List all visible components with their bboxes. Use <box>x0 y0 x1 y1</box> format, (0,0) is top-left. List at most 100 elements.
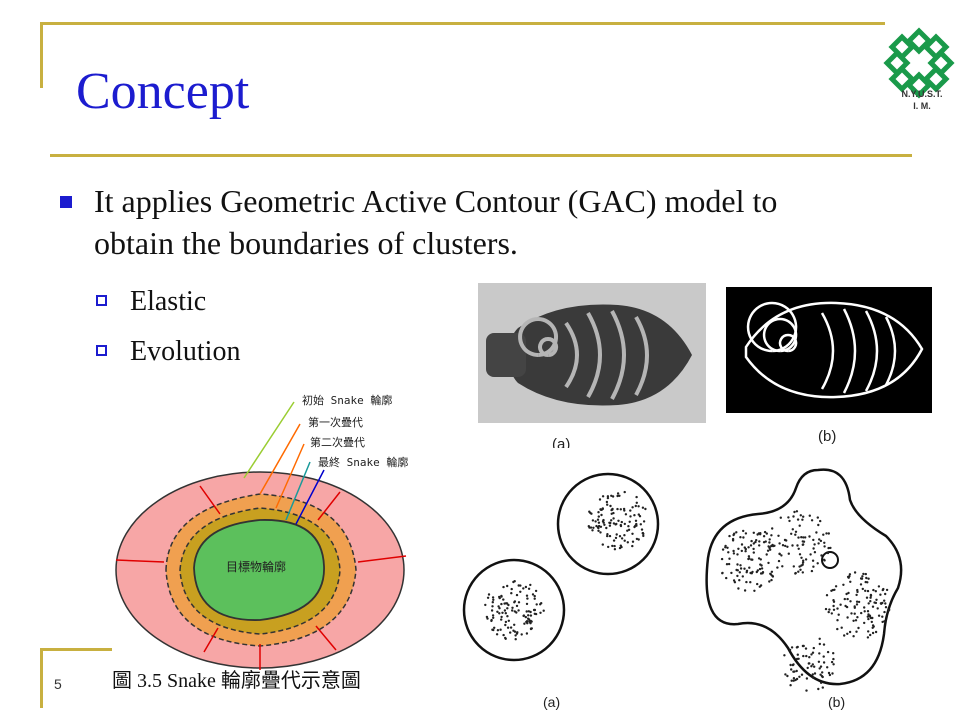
scatter-dot <box>883 620 886 623</box>
scatter-dot <box>487 593 491 596</box>
scatter-dot <box>525 594 529 597</box>
scatter-dot <box>597 524 601 528</box>
scatter-dot <box>529 583 532 587</box>
scatter-dot <box>802 559 805 562</box>
scatter-dot <box>866 636 870 639</box>
scatter-dot <box>618 494 621 497</box>
scatter-dot <box>610 519 613 522</box>
scatter-dot <box>821 686 824 689</box>
scatter-dot <box>797 657 800 660</box>
scatter-dot <box>863 621 866 625</box>
scatter-dot <box>856 616 859 619</box>
snake-label-final: 最終 Snake 輪廓 <box>318 456 409 469</box>
scatter-dot <box>875 598 878 601</box>
scatter-dot <box>504 637 507 640</box>
scatter-dot <box>743 589 747 592</box>
scatter-dot <box>842 583 845 586</box>
scatter-dot <box>859 583 863 586</box>
scatter-dot <box>874 630 878 634</box>
scatter-dot <box>854 619 858 622</box>
scatter-dot <box>492 628 495 632</box>
scatter-dot <box>871 624 875 627</box>
scatter-dot <box>587 525 590 528</box>
scatter-dot <box>794 572 797 575</box>
scatter-dot <box>848 573 852 576</box>
scatter-dot <box>771 527 774 530</box>
scatter-dot <box>799 568 802 571</box>
scatter-dot <box>491 601 494 604</box>
scatter-dot <box>595 524 598 528</box>
cluster-caption-a: (a) <box>543 694 561 710</box>
scatter-dot <box>793 510 796 514</box>
scatter-dot <box>737 587 740 590</box>
scatter-dot <box>839 603 842 606</box>
scatter-dot <box>884 592 887 596</box>
scatter-dot <box>846 616 849 619</box>
scatter-dot <box>829 546 832 550</box>
scatter-dot <box>800 536 803 539</box>
scatter-dot <box>793 670 796 673</box>
scatter-dot <box>827 546 830 550</box>
scatter-dot <box>631 540 635 543</box>
scatter-dot <box>797 547 800 550</box>
scatter-dot <box>865 596 869 599</box>
scatter-dot <box>749 581 752 584</box>
cluster-caption-b: (b) <box>828 694 846 710</box>
scatter-dot <box>721 548 725 551</box>
scatter-dot <box>822 533 825 536</box>
scatter-dot <box>614 536 618 540</box>
scatter-dot <box>830 612 833 615</box>
scatter-dot <box>828 673 832 677</box>
scatter-dot <box>591 519 595 522</box>
scatter-dot <box>738 579 741 582</box>
scatter-dot <box>612 517 615 520</box>
scatter-dot <box>883 599 886 602</box>
scatter-dot <box>726 546 729 549</box>
scatter-dot <box>612 539 616 542</box>
scatter-dot <box>485 615 489 619</box>
scatter-dot <box>750 539 753 543</box>
scatter-dot <box>596 518 600 521</box>
scatter-dot <box>634 519 638 522</box>
scatter-dot <box>824 607 828 611</box>
scatter-dot <box>818 642 821 646</box>
scatter-dot <box>607 545 610 549</box>
scatter-dot <box>818 652 821 655</box>
scatter-dot <box>798 565 801 568</box>
scatter-dot <box>819 519 822 523</box>
scatter-dot <box>598 498 602 501</box>
scatter-dot <box>626 529 629 532</box>
scatter-dot <box>790 679 793 682</box>
scatter-dot <box>529 614 533 617</box>
bullet-text: It applies Geometric Active Contour (GAC… <box>94 183 778 261</box>
scatter-dot <box>815 531 818 534</box>
snake-label-iter2: 第二次疊代 <box>310 436 365 449</box>
scatter-dot <box>738 571 741 574</box>
scatter-dot <box>725 576 728 580</box>
scatter-dot <box>788 519 791 523</box>
scatter-dot <box>509 631 512 634</box>
scatter-dot <box>884 606 888 609</box>
scatter-dot <box>613 544 616 548</box>
scatter-dot <box>832 604 835 608</box>
scatter-dot <box>752 547 755 551</box>
scatter-dot <box>594 520 597 523</box>
scatter-dot <box>512 580 515 584</box>
scatter-dot <box>798 524 801 527</box>
scatter-dot <box>736 563 739 566</box>
scatter-dot <box>776 566 779 569</box>
scatter-dot <box>611 495 615 498</box>
scatter-dot <box>836 607 839 610</box>
scatter-dot <box>810 653 813 656</box>
scatter-dot <box>491 614 495 617</box>
scatter-dot <box>812 538 815 542</box>
scatter-dot <box>644 507 647 511</box>
scatter-dot <box>778 552 781 555</box>
scatter-dot <box>817 542 820 545</box>
scatter-dot <box>821 675 824 679</box>
scatter-dot <box>641 531 645 535</box>
scatter-dot <box>787 552 790 555</box>
scatter-dot <box>811 663 814 666</box>
scatter-dot <box>805 677 809 680</box>
scatter-dot <box>624 513 628 516</box>
